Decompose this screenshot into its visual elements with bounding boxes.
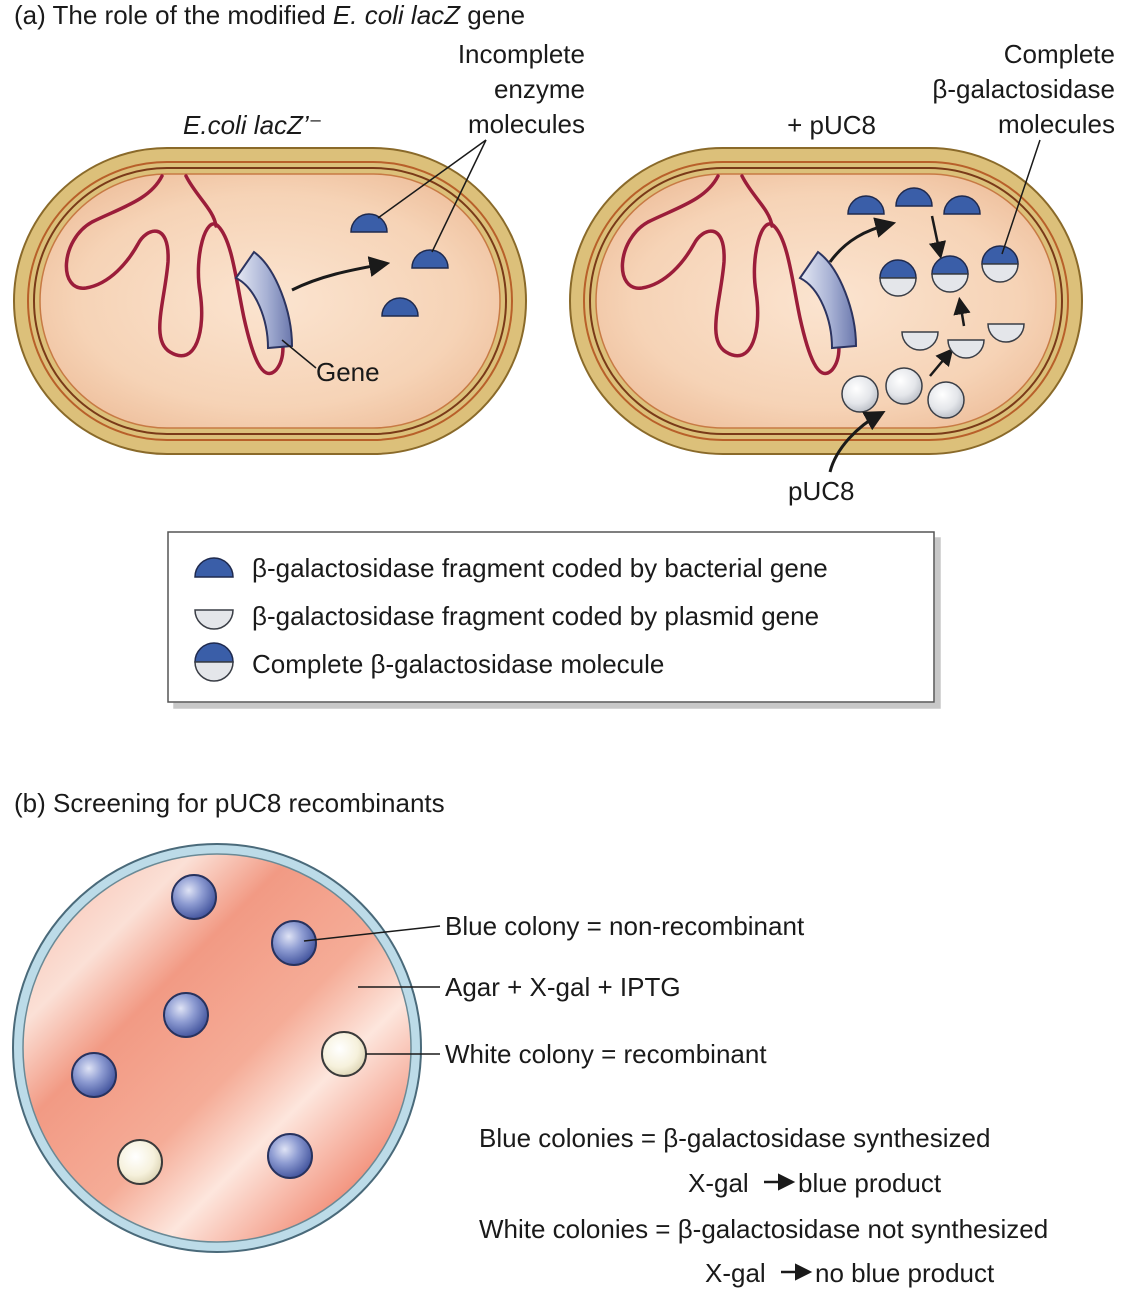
blue-colony: [163, 992, 209, 1038]
bacterial-fragment: [895, 187, 933, 207]
left-cell-fragments: [350, 213, 449, 317]
incomplete-label-line2: enzyme: [494, 74, 585, 104]
gene-label: Gene: [316, 357, 380, 387]
complete-label-line1: Complete: [1004, 39, 1115, 69]
agar-label: Agar + X-gal + IPTG: [445, 972, 681, 1002]
complete-pointer: [1001, 139, 1041, 255]
right-cell-fragments: [847, 187, 1025, 359]
white-colony-label: White colony = recombinant: [445, 1039, 767, 1069]
plasmid-fragment: [987, 323, 1025, 343]
blue-colony: [71, 1052, 117, 1098]
blue-product-result: blue product: [798, 1168, 942, 1198]
colonies: [71, 874, 367, 1185]
incomplete-pointer-1: [377, 139, 487, 219]
part-a-title: (a) The role of the modified E. coli lac…: [14, 0, 525, 30]
plasmid-synthesis-arrow: [929, 347, 954, 377]
gene-pointer: [281, 339, 317, 369]
right-cell: [569, 147, 1083, 455]
complete-molecule-bottom: [194, 661, 234, 682]
right-synthesis-arrow: [828, 217, 897, 263]
complete-label-line3: molecules: [998, 109, 1115, 139]
complete-label-line2: β-galactosidase: [932, 74, 1115, 104]
incomplete-label-line3: molecules: [468, 109, 585, 139]
complete-molecule-bottom: [981, 263, 1019, 283]
legend-plasmid-text: β-galactosidase fragment coded by plasmi…: [252, 601, 819, 631]
blue-product-substrate: X-gal: [688, 1168, 749, 1198]
blue-colony: [271, 920, 317, 966]
legend-complete-text: Complete β-galactosidase molecule: [252, 649, 664, 679]
white-product-substrate: X-gal: [705, 1258, 766, 1288]
chromosome-dna: [64, 174, 285, 376]
white-colony: [117, 1139, 163, 1185]
legend-bacterial-text: β-galactosidase fragment coded by bacter…: [252, 553, 828, 583]
incomplete-pointer-2: [431, 139, 487, 253]
bacterial-fragment: [943, 195, 981, 215]
complete-molecule-bottom: [931, 273, 969, 293]
part-b-title: (b) Screening for pUC8 recombinants: [14, 788, 445, 818]
complete-molecule-top: [931, 255, 969, 275]
complete-molecule-top: [981, 245, 1019, 265]
assembly-arrow-bottom: [953, 296, 971, 327]
blue-colonies-explanation: Blue colonies = β-galactosidase synthesi…: [479, 1123, 990, 1153]
legend-bacterial-swatch: [194, 557, 234, 578]
complete-molecule: [931, 255, 969, 293]
right-chromosome-dna: [620, 174, 841, 376]
blue-colony: [171, 874, 217, 920]
blue-colony: [267, 1133, 313, 1179]
left-cell: [13, 147, 527, 455]
puc8-plasmid: [927, 381, 965, 419]
lacz-gene: [234, 250, 294, 350]
bacterial-fragment: [381, 297, 419, 317]
puc8-plasmid: [841, 375, 879, 413]
complete-molecule-bottom: [879, 277, 917, 297]
legend-swatches: [194, 557, 234, 682]
plasmid-fragment: [901, 331, 939, 351]
puc8-label: pUC8: [788, 476, 854, 506]
bacterial-fragment: [847, 195, 885, 215]
legend-box: [167, 531, 935, 703]
legend-complete-swatch: [194, 642, 234, 682]
bacterial-fragment: [350, 213, 388, 233]
complete-molecule: [981, 245, 1019, 283]
white-colony: [321, 1031, 367, 1077]
blue-colony-label: Blue colony = non-recombinant: [445, 911, 805, 941]
right-cell-label: + pUC8: [787, 110, 876, 140]
blue-colony-pointer: [303, 925, 441, 942]
plasmid-fragment: [947, 339, 985, 359]
complete-molecule-top: [879, 259, 917, 279]
complete-molecule-top: [194, 642, 234, 663]
left-cell-label: E.coli lacZ’⁻: [183, 110, 322, 140]
bacterial-fragment: [411, 249, 449, 269]
complete-molecule: [879, 259, 917, 297]
puc8-plasmid: [885, 367, 923, 405]
white-product-result: no blue product: [815, 1258, 995, 1288]
incomplete-label-line1: Incomplete: [458, 39, 585, 69]
synthesis-arrow: [291, 256, 391, 292]
legend-plasmid-swatch: [194, 609, 234, 630]
puc8-pointer-arrow: [828, 410, 886, 473]
white-colonies-explanation: White colonies = β-galactosidase not syn…: [479, 1214, 1048, 1244]
assembly-arrow-top: [928, 215, 947, 260]
right-lacz-gene: [798, 250, 858, 350]
